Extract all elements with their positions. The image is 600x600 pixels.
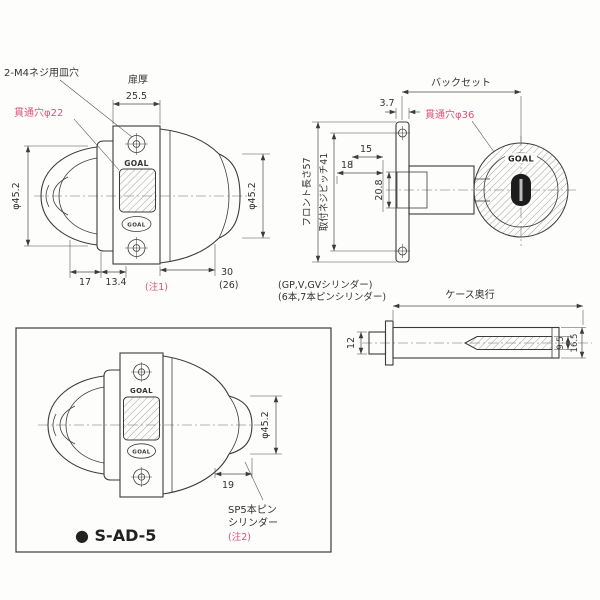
- svg-text:13.4: 13.4: [105, 277, 126, 288]
- front-plan-view: GOAL バックセット 3.7 貫通穴φ36: [302, 77, 578, 263]
- sp-cylinder-boxed-view: GOAL GOAL: [15, 327, 332, 553]
- case-depth-view: ケース奥行 12 9.5 16.5: [346, 288, 592, 366]
- svg-text:GOAL: GOAL: [132, 450, 150, 456]
- dim-screw-pitch: 取付ネジピッチ41: [319, 132, 398, 252]
- note1: (注1): [145, 281, 168, 293]
- dim-knob-diameter: φ45.2: [11, 145, 88, 247]
- svg-text:19: 19: [222, 480, 234, 491]
- door-section: [119, 352, 164, 498]
- screw-hole-bottom: [125, 237, 148, 259]
- goal-logo-oval: GOAL: [127, 443, 156, 459]
- logo-backing: [505, 153, 537, 163]
- through-hole-note-36: 貫通穴φ36: [425, 108, 495, 153]
- latch-assembly: [368, 320, 560, 366]
- svg-text:3.7: 3.7: [379, 98, 394, 109]
- svg-text:(26): (26): [219, 280, 239, 291]
- through-hole-note-22: 貫通穴φ22: [14, 106, 120, 171]
- goal-logo-face: GOAL: [508, 155, 534, 164]
- svg-text:シリンダー: シリンダー: [228, 516, 278, 529]
- dim-cylinder-diameter: φ45.2: [242, 153, 270, 239]
- dim-plate-thickness: 3.7: [379, 98, 420, 119]
- side-section-view: GOAL GOAL: [4, 66, 386, 303]
- goal-logo-oval: GOAL: [121, 216, 152, 232]
- svg-text:9.5: 9.5: [556, 336, 566, 350]
- svg-text:貫通穴φ22: 貫通穴φ22: [14, 106, 63, 119]
- dim-bolt-width: 12: [346, 331, 367, 355]
- svg-text:16.5: 16.5: [570, 334, 580, 353]
- svg-text:フロント長さ57: フロント長さ57: [302, 157, 313, 226]
- svg-text:貫通穴φ36: 貫通穴φ36: [425, 108, 474, 121]
- svg-text:18: 18: [341, 160, 353, 171]
- dim-door-thickness: 25.5 扉厚: [112, 73, 161, 124]
- svg-text:取付ネジピッチ41: 取付ネジピッチ41: [319, 153, 330, 232]
- svg-text:30: 30: [221, 267, 233, 278]
- svg-text:17: 17: [79, 277, 91, 288]
- note2: (注2): [228, 531, 251, 543]
- svg-text:ケース奥行: ケース奥行: [445, 288, 495, 301]
- svg-text:SP5本ピン: SP5本ピン: [228, 503, 277, 516]
- door-thickness-label: 扉厚: [128, 73, 148, 86]
- door-section: [112, 125, 161, 265]
- dim-sp-diameter: φ45.2: [250, 395, 282, 455]
- dim-knob-projection: 17 13.4 (注1): [69, 240, 168, 293]
- svg-text:2-M4ネジ用皿穴: 2-M4ネジ用皿穴: [4, 66, 79, 79]
- dim-front-length: フロント長さ57: [302, 121, 396, 263]
- dim-cylinder-projection: 30 (26): [159, 244, 239, 291]
- sp-cylinder-label: SP5本ピン シリンダー (注2): [228, 461, 278, 543]
- screw-note: 2-M4ネジ用皿穴: [4, 66, 133, 138]
- through-hole-hatch: [119, 168, 156, 213]
- cylinder-type-note: (GP,V,GVシリンダー) (6本,7本ピンシリンダー): [278, 279, 386, 303]
- svg-text:φ45.2: φ45.2: [260, 411, 271, 438]
- svg-text:15: 15: [360, 144, 372, 155]
- case-body: [392, 326, 560, 359]
- goal-logo-text: GOAL: [124, 159, 149, 168]
- goal-logo-text: GOAL: [130, 387, 153, 395]
- cylinder-face: GOAL: [473, 142, 569, 238]
- dim-right-heights: 9.5 16.5: [554, 327, 586, 359]
- svg-text:20.8: 20.8: [374, 179, 385, 200]
- svg-text:12: 12: [346, 337, 357, 349]
- svg-text:(GP,V,GVシリンダー): (GP,V,GVシリンダー): [278, 279, 372, 291]
- screw-hole-bottom: [131, 467, 152, 487]
- bolt-tail-hatch: [463, 336, 553, 350]
- screw-hole-top: [125, 133, 148, 155]
- svg-text:φ45.2: φ45.2: [11, 182, 22, 209]
- dim-backset: バックセット: [401, 77, 522, 142]
- model-name: ● S-AD-5: [75, 526, 156, 545]
- svg-text:φ45.2: φ45.2: [247, 182, 258, 209]
- dim-15-18: 15 18: [336, 144, 384, 212]
- door-thickness-value: 25.5: [126, 91, 147, 102]
- thumbturn-knob: [40, 140, 113, 252]
- sp-cylinder-body: [162, 355, 253, 495]
- dim-case-depth: ケース奥行: [392, 288, 584, 325]
- svg-text:バックセット: バックセット: [431, 77, 491, 89]
- through-hole-hatch: [123, 396, 160, 441]
- outside-cylinder: [159, 128, 241, 264]
- svg-text:(6本,7本ピンシリンダー): (6本,7本ピンシリンダー): [278, 291, 386, 303]
- dim-case-height: 20.8: [374, 171, 397, 209]
- frame-box: [15, 327, 332, 553]
- dim-sp-projection: 19: [214, 458, 253, 491]
- svg-text:GOAL: GOAL: [127, 223, 145, 229]
- screw-hole-top: [131, 362, 152, 382]
- thumbturn-knob: [47, 369, 120, 481]
- key-slot: [519, 179, 523, 201]
